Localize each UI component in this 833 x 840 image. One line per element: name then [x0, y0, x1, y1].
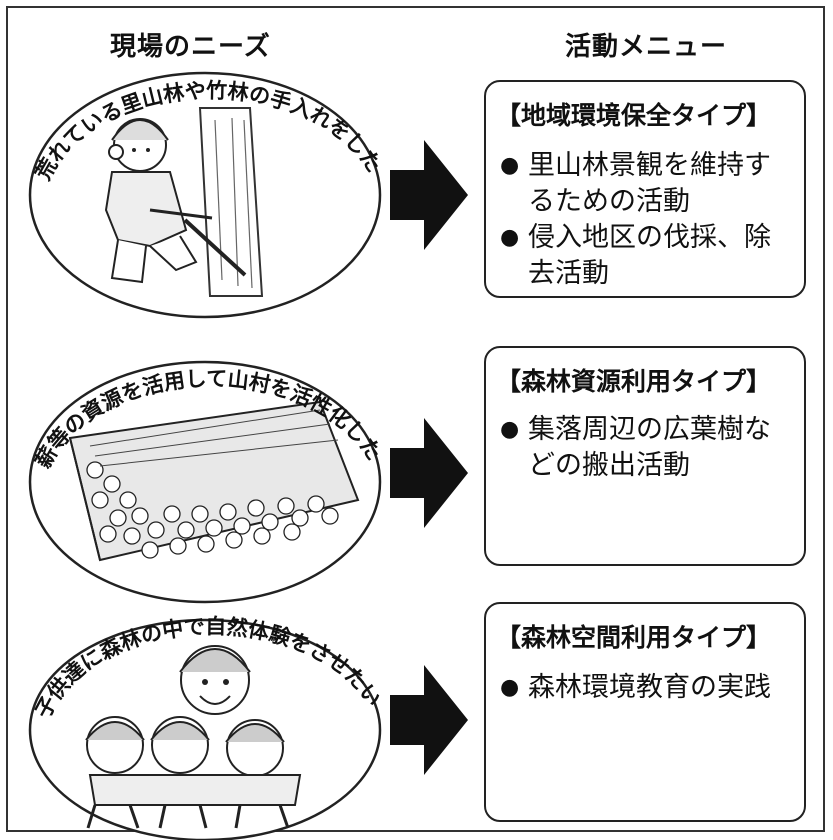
arrow-right-icon-1 — [390, 140, 468, 250]
arrow-right-icon-2 — [390, 418, 468, 528]
firewood-stack-illustration — [68, 400, 360, 562]
bullet-icon: ● — [500, 675, 520, 700]
activity-item: ●森林環境教育の実践 — [500, 670, 796, 706]
arrow-right-icon-3 — [390, 665, 468, 775]
needs-column-header: 現場のニーズ — [110, 32, 271, 62]
activity-item: ●集落周辺の広葉樹などの搬出活動 — [500, 414, 771, 481]
activity-type-title: 【地域環境保全タイプ】 — [496, 101, 772, 130]
children-hiking-illustration — [85, 645, 302, 829]
activities-column-header: 活動メニュー — [565, 32, 728, 62]
activity-list: ●森林環境教育の実践 — [500, 670, 796, 706]
bullet-icon: ● — [500, 417, 520, 442]
activity-box-3: 【森林空間利用タイプ】 ●森林環境教育の実践 — [484, 602, 806, 822]
activity-list: ●集落周辺の広葉樹などの搬出活動 — [500, 412, 796, 484]
activity-type-title: 【森林空間利用タイプ】 — [496, 623, 772, 652]
bullet-icon: ● — [500, 153, 520, 178]
bullet-icon: ● — [500, 225, 520, 250]
worker-cutting-tree-illustration — [104, 107, 264, 297]
activity-item: ●侵入地区の伐採、除去活動 — [500, 222, 771, 289]
activity-item: ●里山林景観を維持するための活動 — [500, 150, 771, 217]
activity-type-title: 【森林資源利用タイプ】 — [496, 367, 772, 396]
activity-list: ●里山林景観を維持するための活動 ●侵入地区の伐採、除去活動 — [500, 148, 796, 292]
activity-box-2: 【森林資源利用タイプ】 ●集落周辺の広葉樹などの搬出活動 — [484, 346, 806, 566]
activity-box-1: 【地域環境保全タイプ】 ●里山林景観を維持するための活動 ●侵入地区の伐採、除去… — [484, 80, 806, 298]
